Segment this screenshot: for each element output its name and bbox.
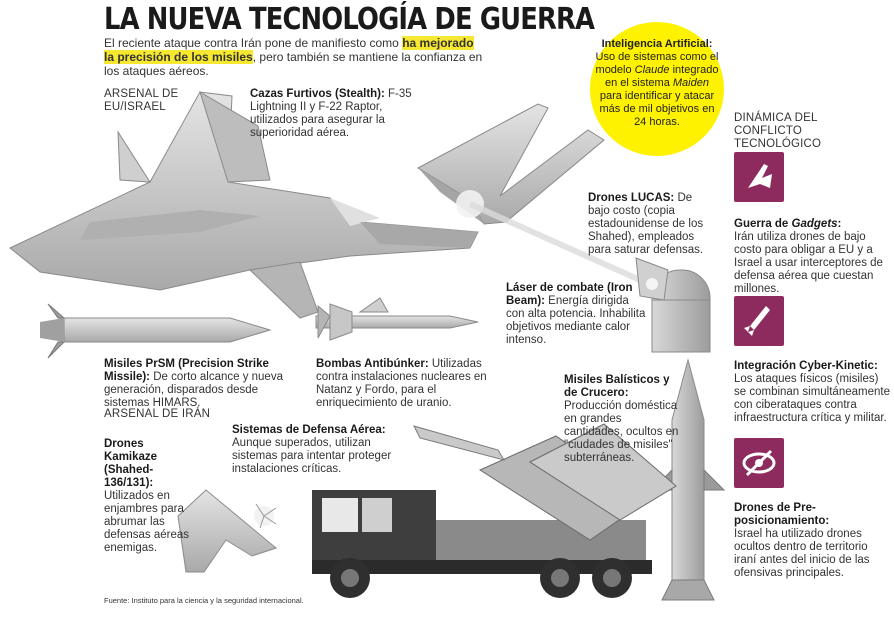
ai-callout-circle: [590, 22, 724, 156]
source-note: Fuente: Instituto para la ciencia y la s…: [104, 596, 304, 605]
dynamics-gadgets-label-a: Guerra de: [734, 218, 792, 230]
caption-stealth-label: Cazas Furtivos (Stealth):: [250, 88, 385, 100]
dynamics-gadgets-text: Irán utiliza drones de bajo costo para o…: [734, 231, 883, 295]
missile-icon: [734, 296, 784, 346]
dynamics-gadgets-label-em: Gadgets: [791, 218, 838, 230]
caption-ballistic-text: Producción doméstica en grandes cantidad…: [564, 400, 679, 464]
eye-slash-icon: [734, 438, 784, 488]
dynamics-gadgets-label: Guerra de Gadgets:: [734, 218, 841, 230]
caption-ballistic-label: Misiles Balísticos y de Crucero:: [564, 374, 670, 399]
caption-laser-text: Energía dirigida con alta potencia. Inha…: [506, 295, 646, 346]
drone-icon: [734, 152, 784, 202]
caption-bunker: Bombas Antibúnker: Utilizadas contra ins…: [316, 358, 516, 410]
caption-prsm-label: Misiles PrSM (Precision Strike Missile):: [104, 358, 269, 383]
dynamics-item-preposition: Drones de Pre-posicionamiento: Israel ha…: [734, 502, 890, 580]
ai-callout-text: Inteligencia Artificial: Uso de sistemas…: [594, 38, 720, 129]
caption-kamikaze: Drones Kamikaze (Shahed-136/131): Utiliz…: [104, 438, 190, 555]
caption-air-defense-label: Sistemas de Defensa Aérea:: [232, 424, 386, 436]
prsm-missile-illustration: [40, 303, 272, 359]
intro-text-part1: El reciente ataque contra Irán pone de m…: [104, 36, 403, 50]
dynamics-item-cyber: Integración Cyber-Kinetic: Los ataques f…: [734, 360, 890, 425]
caption-lucas: Drones LUCAS: De bajo costo (copia estad…: [588, 192, 716, 257]
ai-callout-text-a: Uso de sistemas como el modelo: [595, 51, 719, 76]
dynamics-item-gadgets: Guerra de Gadgets: Irán utiliza drones d…: [734, 218, 890, 296]
caption-bunker-label: Bombas Antibúnker:: [316, 358, 429, 370]
dynamics-preposition-text: Israel ha utilizado drones ocultos dentr…: [734, 528, 870, 579]
caption-laser-label: Láser de combate (Iron Beam):: [506, 282, 633, 307]
dynamics-cyber-label: Integración Cyber-Kinetic:: [734, 360, 878, 372]
caption-air-defense-text: Aunque superados, utilizan sistemas para…: [232, 437, 392, 475]
stealth-jet-illustration: [9, 90, 479, 319]
iron-beam-illustration: [635, 257, 711, 353]
caption-kamikaze-text: Utilizados en enjambres para abrumar las…: [104, 490, 190, 554]
caption-stealth: Cazas Furtivos (Stealth): F-35 Lightning…: [250, 88, 430, 140]
caption-lucas-text: De bajo costo (copia estadounidense de l…: [588, 192, 704, 256]
section-label-dynamics: DINÁMICA DEL CONFLICTO TECNOLÓGICO: [734, 112, 822, 150]
kamikaze-drone-illustration: [177, 489, 278, 573]
dynamics-gadgets-label-b: :: [837, 218, 842, 230]
ai-callout-maiden: Maiden: [672, 77, 709, 89]
lucas-drone-illustration: [416, 103, 642, 283]
caption-stealth-text: F-35 Lightning II y F-22 Raptor, utiliza…: [250, 88, 412, 139]
page-title: LA NUEVA TECNOLOGÍA DE GUERRA: [104, 2, 595, 37]
caption-ballistic: Misiles Balísticos y de Crucero: Producc…: [564, 374, 680, 465]
intro-text-part2: , pero también se mantiene la confianza …: [104, 50, 483, 78]
caption-laser: Láser de combate (Iron Beam): Energía di…: [506, 282, 646, 347]
bunker-bomb-illustration: [315, 297, 479, 341]
section-label-iran: ARSENAL DE IRÁN: [104, 408, 211, 420]
caption-bunker-text: Utilizadas contra instalaciones nucleare…: [316, 358, 487, 409]
caption-kamikaze-label: Drones Kamikaze (Shahed-136/131):: [104, 438, 158, 489]
ai-callout-heading: Inteligencia Artificial:: [601, 38, 713, 50]
section-label-usa-israel: ARSENAL DE EU/ISRAEL: [104, 88, 179, 113]
air-defense-truck-illustration: [312, 423, 677, 598]
dynamics-preposition-label: Drones de Pre-posicionamiento:: [734, 502, 830, 527]
caption-lucas-label: Drones LUCAS:: [588, 192, 675, 204]
dynamics-cyber-text: Los ataques físicos (misiles) se combina…: [734, 373, 890, 424]
caption-prsm-text: De corto alcance y nueva generación, dis…: [104, 371, 283, 409]
caption-air-defense: Sistemas de Defensa Aérea: Aunque supera…: [232, 424, 416, 476]
ai-callout-claude: Claude: [634, 64, 670, 76]
ai-callout-text-b: integrado en el sistema: [605, 64, 719, 89]
intro-paragraph: El reciente ataque contra Irán pone de m…: [104, 36, 484, 78]
caption-prsm: Misiles PrSM (Precision Strike Missile):…: [104, 358, 304, 410]
ai-callout-text-c: para identificar y atacar más de mil obj…: [599, 90, 715, 128]
